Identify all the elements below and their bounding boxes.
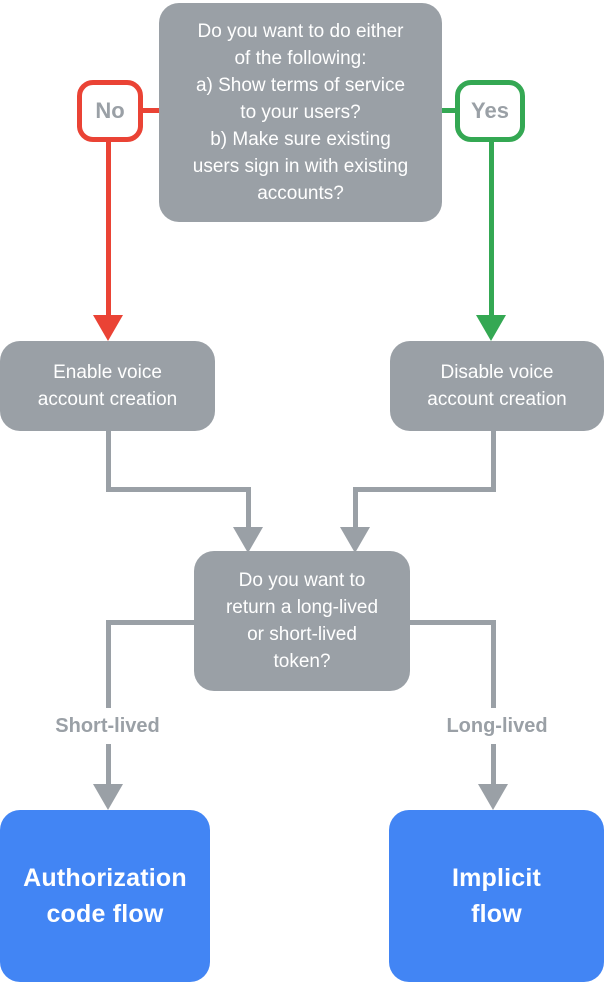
connector-enable-horizontal <box>106 487 251 492</box>
edge-long-lived-horizontal <box>410 620 496 625</box>
edge-short-lived-horizontal <box>106 620 194 625</box>
node-authorization-code-flow: Authorization code flow <box>0 810 210 982</box>
connector-disable-drop <box>353 487 358 528</box>
connector-enable-drop <box>246 487 251 528</box>
badge-no: No <box>77 80 143 142</box>
edge-label-short-lived: Short-lived <box>23 708 192 744</box>
connector-disable-arrowhead <box>340 527 370 553</box>
node-disable-voice-account-creation: Disable voice account creation <box>390 341 604 431</box>
node-implicit-flow: Implicit flow <box>389 810 604 982</box>
edge-long-lived-arrowhead <box>478 784 508 810</box>
edge-long-lived-vertical <box>491 620 496 784</box>
node-question-terms-of-service: Do you want to do either of the followin… <box>159 3 442 222</box>
edge-label-long-lived: Long-lived <box>411 708 583 744</box>
edge-short-lived-arrowhead <box>93 784 123 810</box>
edge-short-lived-vertical <box>106 620 111 784</box>
edge-no-horizontal-line <box>143 108 159 113</box>
badge-yes: Yes <box>455 80 525 142</box>
edge-no-arrowhead <box>93 315 123 341</box>
edge-yes-arrowhead <box>476 315 506 341</box>
edge-yes-horizontal-line <box>442 108 455 113</box>
edge-yes-vertical-line <box>489 142 494 318</box>
connector-disable-vertical <box>491 431 496 492</box>
node-enable-voice-account-creation: Enable voice account creation <box>0 341 215 431</box>
node-question-token-lifetime: Do you want to return a long-lived or sh… <box>194 551 410 691</box>
connector-disable-horizontal <box>353 487 496 492</box>
edge-no-vertical-line <box>106 142 111 318</box>
connector-enable-vertical <box>106 431 111 492</box>
connector-enable-arrowhead <box>233 527 263 553</box>
